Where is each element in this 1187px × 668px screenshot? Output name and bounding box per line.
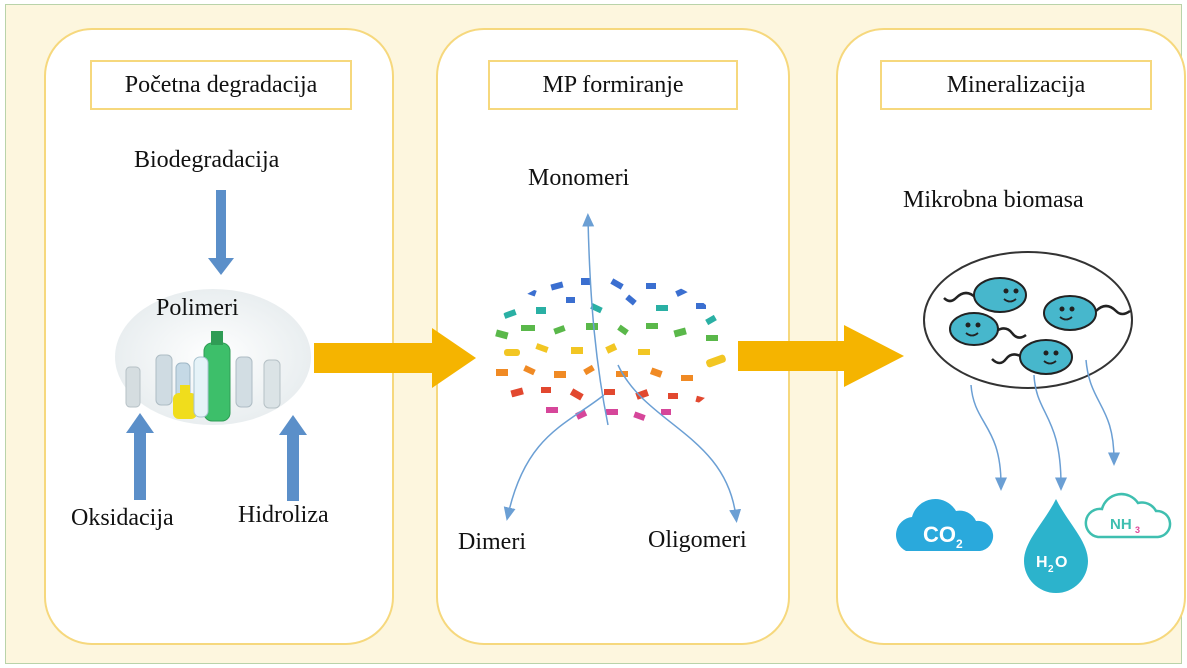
ammonia-subscript: 3 [1135,525,1140,535]
bacteria-icon [1043,295,1131,331]
stage-panel-initial-degradation: Početna degradacija [44,28,394,645]
arrow-to-dimers [503,394,605,521]
water-label-o: O [1055,554,1067,571]
ammonia-label: NH [1110,516,1132,533]
co2-subscript: 2 [956,537,963,551]
label-polymers: Polimeri [156,295,239,321]
arrow-to-water [1033,374,1067,491]
water-subscript: 2 [1048,564,1054,575]
water-label: H [1036,554,1048,571]
label-hydrolysis: Hidroliza [238,502,329,528]
label-microbial-biomass: Mikrobna biomasa [903,187,1084,213]
water-drop-icon: H 2 O [1024,499,1088,593]
arrow-to-oligomers [617,364,742,523]
microplastics-image [489,273,729,429]
big-arrow-1 [314,328,476,388]
label-biodegradation: Biodegradacija [134,147,280,173]
big-arrow-2 [738,325,904,387]
arrow-to-co2 [970,384,1007,491]
co2-label: CO [923,522,956,547]
stage-title: Početna degradacija [90,60,352,110]
bottles-image [115,289,311,425]
biomass-ellipse [923,251,1133,389]
label-monomers: Monomeri [528,165,630,191]
diagram-graphics: CO 2 H 2 O NH 3 [115,190,1172,593]
arrow-down-biodegradation [208,190,234,275]
stage-title: MP formiranje [488,60,738,110]
arrow-to-monomers [582,213,609,426]
stage-title: Mineralizacija [880,60,1152,110]
arrow-up-hydrolysis [279,415,307,501]
label-oligomers: Oligomeri [648,527,747,553]
arrow-to-ammonia [1085,359,1120,466]
label-oxidation: Oksidacija [71,505,174,531]
cloud-icon: CO 2 [896,499,994,551]
arrow-up-oxidation [126,413,154,500]
cloud-icon: NH 3 [1084,492,1172,539]
diagram-frame: Početna degradacija MP formiranje Minera… [5,4,1186,664]
bacteria-icon [949,312,1027,346]
label-dimers: Dimeri [458,529,526,555]
bacteria-icon [943,277,1027,313]
bacteria-icon [991,339,1073,375]
